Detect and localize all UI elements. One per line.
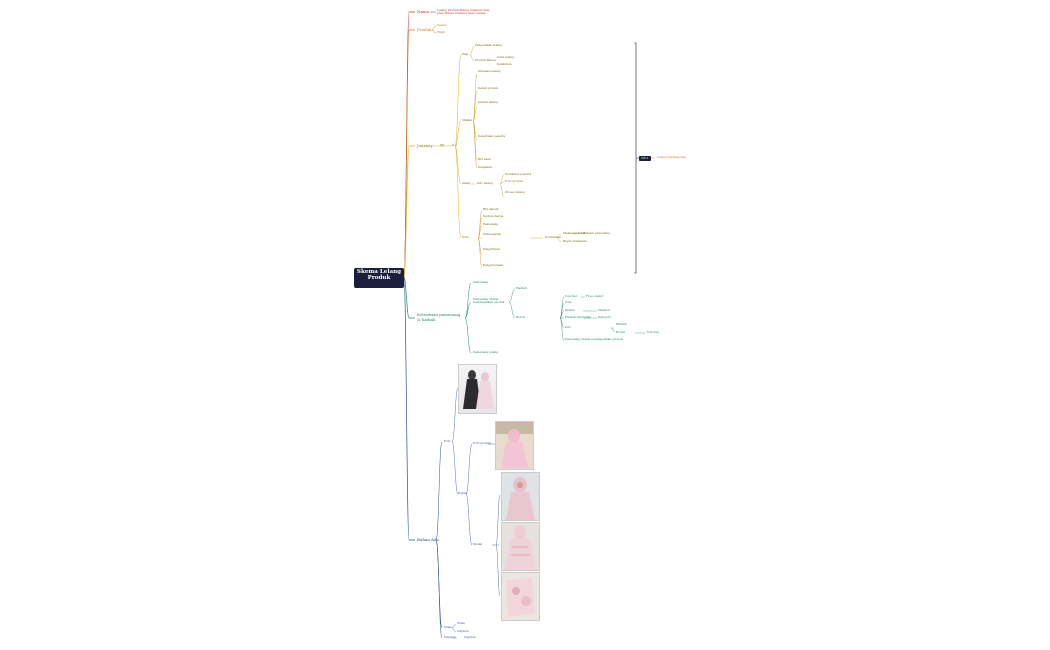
- product-photo-1[interactable]: [458, 364, 497, 414]
- node-pagi-item: Produk Masya: [475, 58, 496, 62]
- node-sore[interactable]: Sore: [462, 235, 469, 239]
- node-bahan-sub: Detail: [458, 491, 467, 495]
- node-bahan-sub: Foto produk: [473, 441, 491, 445]
- product-photo-5[interactable]: [501, 572, 540, 621]
- node-ketentuan-item: Voucher: [647, 330, 659, 334]
- node-nama[interactable]: Nama: [417, 9, 430, 14]
- node-sore-item: Update harga: [483, 214, 504, 218]
- node-sore-item: Pengiriman: [483, 247, 500, 251]
- node-sore-item: Pemenang: [483, 222, 499, 226]
- node-malam-item: Bid awal: [478, 157, 491, 161]
- node-pagi-item: Cara lelang: [497, 55, 514, 59]
- node-sore-item: Bayar maksimal: [563, 239, 587, 243]
- node-foto[interactable]: Foto: [444, 439, 451, 443]
- node-ketentuan-item: Member: [598, 308, 611, 312]
- node-d1: D-1: [452, 143, 458, 147]
- node-ketentuan-item: Free ongkir: [586, 294, 604, 298]
- node-ketentuan-item: Bonus: [616, 330, 626, 334]
- node-produk-item: Hijab: [437, 30, 445, 34]
- node-bahan-ads[interactable]: Bahan Ads: [417, 537, 439, 542]
- node-ketentuan-item: Kategori: [598, 315, 611, 319]
- node-siang[interactable]: Siang: [462, 181, 471, 185]
- node-bahan-sub: Model: [473, 542, 483, 546]
- node-malam-item: Kelipatan: [478, 165, 492, 169]
- node-ketentuan-item: Hadiah: [616, 322, 627, 326]
- node-siang-item: Reminder peserta: [505, 172, 532, 176]
- node-ketentuan-item: Pemenang utama mendapatkan produk: [565, 337, 623, 341]
- node-malam-item: Ketentuan peserta: [478, 134, 506, 138]
- node-produk-item: Gamis: [437, 23, 447, 27]
- node-ketentuan-item: Hadiah tambahan: [565, 315, 592, 319]
- node-pagi[interactable]: Pagi: [462, 52, 469, 56]
- node-ketentuan-item: Diskon: [565, 308, 576, 312]
- node-ketentuan[interactable]: Ketentuan pemenang & hadiah: [417, 312, 461, 322]
- node-ketentuan-item: Hadiah: [516, 286, 527, 290]
- node-d0: D0: [440, 143, 445, 147]
- node-sore-item: Pengumuman: [483, 263, 504, 267]
- node-bahan-sub: Caption: [457, 629, 469, 633]
- node-nama-value: Lelang Produk Masya Summer Sale atau Mas…: [437, 8, 490, 16]
- node-sore-item: Bid masuk: [483, 207, 499, 211]
- node-sore-item: Pembayaran: [483, 232, 502, 236]
- node-pagi-item: Pengenalan lelang: [475, 43, 502, 47]
- badge-note: Lelang berlangsung: [657, 155, 687, 159]
- node-caption[interactable]: Caption: [444, 635, 456, 639]
- product-photo-3[interactable]: [501, 472, 540, 521]
- node-ketentuan-item: Pemenang: [473, 280, 489, 284]
- node-siang-item: Foto produk: [505, 179, 523, 183]
- node-ketentuan-item: Bonus: [516, 315, 526, 319]
- node-sore-item: Mekanisme bid: [563, 231, 586, 235]
- node-bahan-sub: Video: [457, 621, 466, 625]
- node-malam[interactable]: Malam: [462, 118, 473, 122]
- node-sore-item: Konfirmasi pemenang: [578, 231, 611, 235]
- node-ketentuan-item: Pemenang utama mendapatkan produk: [473, 297, 505, 305]
- root-node[interactable]: Skema Lelang Produk: [354, 268, 404, 288]
- badge-d0[interactable]: D0-1: [639, 156, 651, 161]
- node-malam-item: Jadwal lelang: [478, 100, 498, 104]
- node-ketentuan-item: Voucher: [565, 294, 577, 298]
- node-siang-sub: Info lelang: [477, 181, 493, 185]
- product-photo-2[interactable]: [495, 421, 534, 470]
- node-video[interactable]: Video: [444, 625, 453, 629]
- node-ketentuan-item: Poin: [565, 300, 572, 304]
- node-produk[interactable]: Produk: [417, 27, 432, 32]
- product-photo-4[interactable]: [501, 522, 540, 571]
- node-ketentuan-item: Pemenang lelang: [473, 350, 499, 354]
- node-ketentuan-item: Info: [565, 325, 571, 329]
- node-bahan-sub: Caption: [464, 635, 476, 639]
- node-malam-item: Simulasi lelang: [478, 69, 501, 73]
- node-siang-item: Proses lelang: [505, 190, 525, 194]
- node-journey[interactable]: Journey: [417, 143, 433, 148]
- node-konfirmasi: Konfirmasi: [545, 235, 561, 239]
- node-malam-item: Detail produk: [478, 86, 499, 90]
- node-pagi-item: Kelebihan: [497, 62, 512, 66]
